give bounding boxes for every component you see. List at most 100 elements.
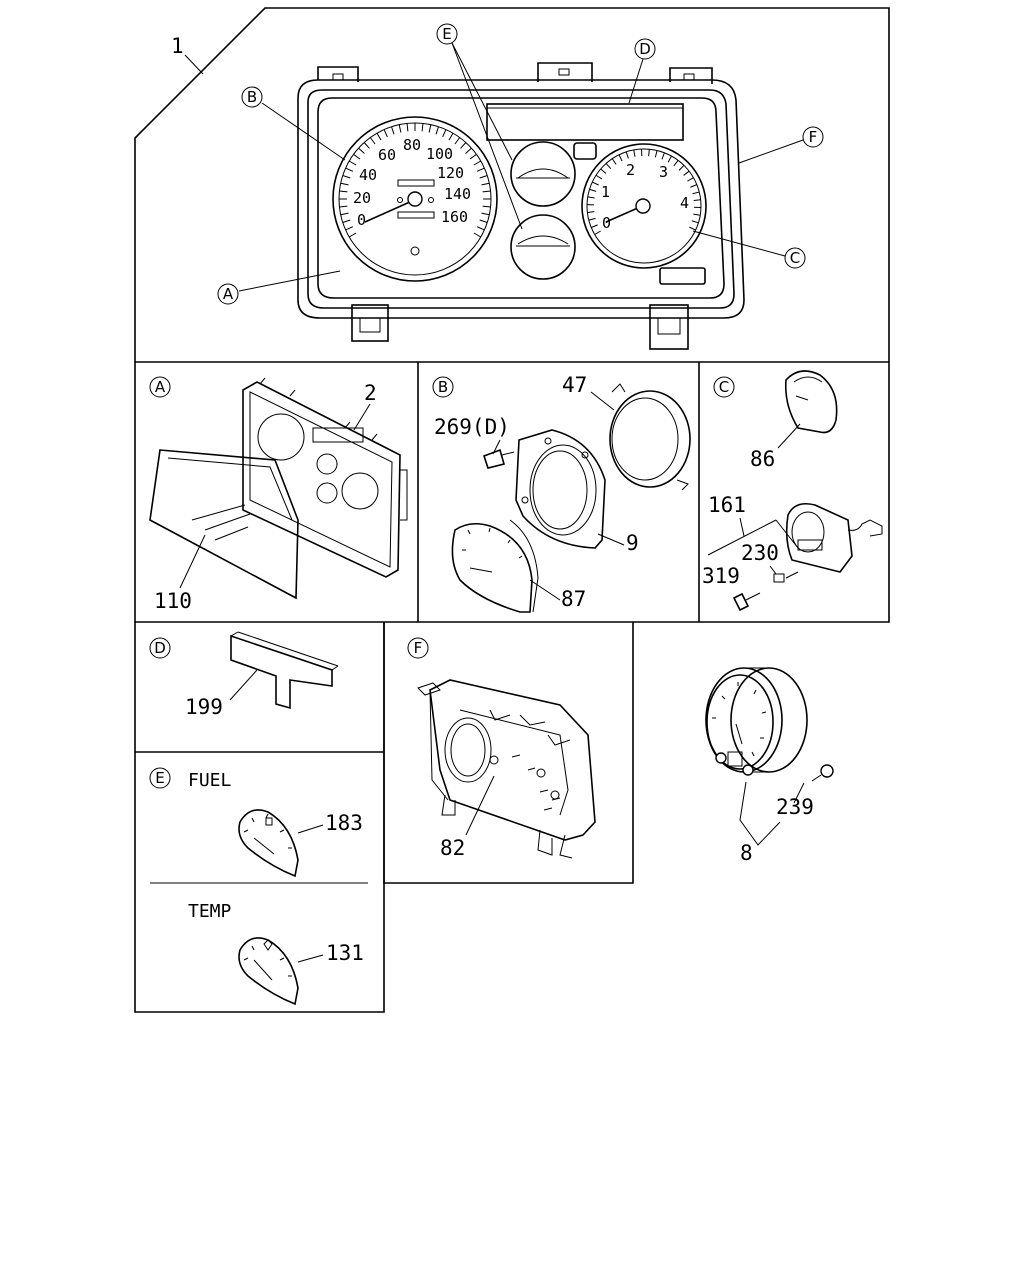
gauge-tick	[369, 137, 376, 145]
gauge-tick	[633, 149, 636, 157]
gauge-tick	[481, 182, 490, 186]
gauge-tick	[428, 124, 432, 133]
gauge-tick	[340, 212, 349, 216]
panel-e-letter: E	[155, 769, 164, 787]
gauge-tick	[692, 191, 700, 195]
speed-label-20: 20	[353, 189, 371, 207]
gauge-tick	[479, 175, 488, 179]
panel-e-part-183: 183	[325, 811, 363, 835]
panel-e: E FUEL 183 TEMP 131	[149, 767, 364, 1006]
gauge-tick	[469, 153, 477, 160]
panel-c: C 86 161 230 319	[702, 370, 883, 612]
tach-label-4: 4	[680, 194, 689, 212]
panel-d: D 199	[149, 631, 339, 719]
gauge-tick	[482, 205, 491, 208]
panel-b-part-47: 47	[562, 373, 587, 397]
gauge-tick	[693, 199, 701, 201]
temp-title: TEMP	[188, 901, 232, 922]
panel-d-part-199: 199	[185, 695, 223, 719]
panel-c-part-86: 86	[750, 447, 775, 471]
panel-b-letter: B	[438, 378, 448, 396]
panel-b-part-9: 9	[626, 531, 639, 555]
speed-label-140: 140	[444, 185, 471, 203]
gauge-tick	[605, 163, 612, 169]
gauge-tick	[591, 224, 598, 228]
gauge-tick	[683, 170, 690, 176]
tach-label-2: 2	[626, 161, 635, 179]
gauge-tick	[587, 196, 595, 199]
gauge-tick	[342, 219, 351, 223]
panel-c-letter: C	[719, 378, 729, 396]
panel-b: B 47 269(D) 9 87	[432, 373, 691, 613]
gauge-tick	[611, 158, 617, 165]
instrument-cluster: 0 20 40 60 80 100 120 140 160 0 1	[297, 62, 745, 350]
gauge-tick	[454, 137, 461, 145]
gauge-assembly: 239 8	[705, 667, 834, 865]
panel-d-letter: D	[154, 639, 166, 657]
callout-b: B	[247, 88, 257, 106]
gauge-tick	[594, 230, 601, 235]
speedometer-labels: 0 20 40 60 80 100 120 140 160	[353, 136, 471, 229]
assembly-label: 1	[171, 34, 184, 58]
gauge-tick	[391, 126, 395, 135]
gauge-tick	[398, 124, 402, 133]
gauge-tick	[442, 129, 447, 138]
gauge-tick	[592, 181, 599, 186]
callout-d: D	[639, 40, 651, 58]
panel-a-part-2: 2	[364, 381, 377, 405]
gauge-tick	[473, 160, 482, 166]
gauge-tick	[348, 232, 357, 238]
gauge-tick	[406, 123, 409, 132]
gauge-tick	[693, 213, 701, 216]
gauge-tick	[687, 177, 694, 182]
gauge-tick	[648, 149, 650, 157]
speed-label-120: 120	[437, 164, 464, 182]
gauge-tick	[661, 152, 665, 160]
panel-b-part-269: 269(D)	[434, 415, 510, 439]
gauge-tick	[339, 190, 348, 193]
panel-f-part-82: 82	[440, 836, 465, 860]
gauge-tick	[340, 182, 349, 186]
speed-label-100: 100	[426, 145, 453, 163]
gauge-tick	[618, 154, 623, 162]
gauge-tick	[595, 174, 603, 180]
gauge-tick	[481, 212, 490, 216]
panel-a-part-110: 110	[154, 589, 192, 613]
gauge-tick	[678, 164, 685, 171]
gauge-tick	[667, 155, 672, 163]
gauge-tick	[673, 159, 679, 167]
tach-label-3: 3	[659, 163, 668, 181]
speed-label-80: 80	[403, 136, 421, 154]
panel-b-part-87: 87	[561, 587, 586, 611]
gauge-tick	[479, 219, 488, 223]
gauge-tick	[448, 132, 454, 141]
frame-lines	[134, 7, 890, 1013]
assembly-part-8: 8	[740, 841, 753, 865]
gauge-tick	[460, 142, 467, 149]
gauge-tick	[654, 150, 658, 158]
tach-label-0: 0	[602, 214, 611, 232]
gauge-tick	[691, 220, 699, 224]
tach-label-1: 1	[601, 183, 610, 201]
panel-a: A 2 110	[149, 376, 408, 613]
panel-f: F 82	[407, 637, 596, 860]
gauge-tick	[600, 168, 607, 174]
callout-a: A	[223, 285, 234, 303]
gauge-tick	[625, 151, 629, 159]
gauge-tick	[465, 147, 472, 154]
gauge-tick	[363, 142, 370, 149]
gauge-tick	[476, 167, 485, 172]
fuel-title: FUEL	[188, 770, 232, 791]
panel-e-part-131: 131	[326, 941, 364, 965]
gauge-tick	[435, 126, 439, 135]
speed-label-40: 40	[359, 166, 377, 184]
gauge-tick	[339, 205, 348, 208]
speed-label-60: 60	[378, 146, 396, 164]
gauge-tick	[421, 123, 424, 132]
gauge-tick	[345, 167, 354, 172]
panel-c-part-319: 319	[702, 564, 740, 588]
gauge-tick	[588, 217, 596, 221]
panel-a-letter: A	[155, 378, 166, 396]
gauge-tick	[482, 190, 491, 193]
